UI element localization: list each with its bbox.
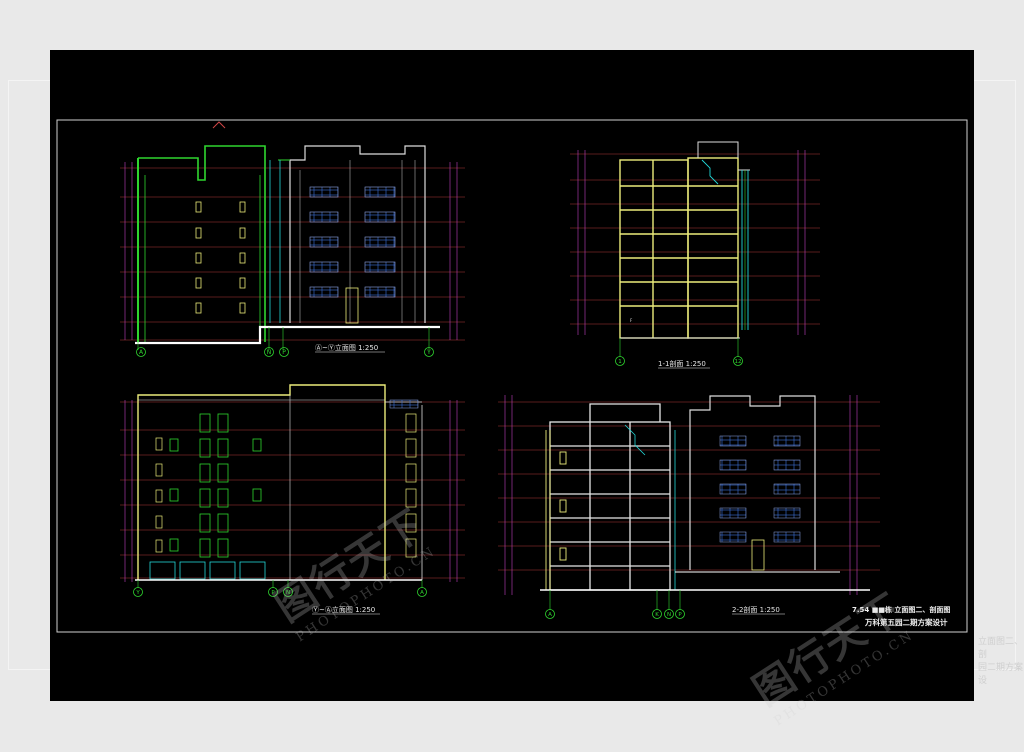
elevation-y-a: Y P N A Ⓨ~Ⓐ立面图 1:250 — [120, 384, 465, 615]
background-sheet-text: 立面图二、剖 园二期方案设 — [978, 636, 1024, 688]
axis-bubble — [424, 347, 434, 357]
cad-drawing-canvas: A N P Y Ⓐ~Ⓨ立面图 1:250 — [50, 50, 974, 701]
section-1-1: F 1 12 1-1剖面 1:250 — [570, 141, 820, 369]
axis-label: P — [678, 612, 682, 618]
axis-bubble — [615, 356, 625, 366]
axis-bubble — [664, 609, 674, 619]
axis-label: 12 — [735, 359, 742, 365]
axis-label: N — [286, 590, 290, 596]
axis-label: K — [655, 612, 659, 618]
drawing-frame — [56, 119, 968, 633]
title-block-line-1: 7.54 ■■栋 立面图二、剖面图 — [852, 605, 950, 614]
drawing-title: Ⓐ~Ⓨ立面图 1:250 — [315, 343, 378, 352]
drawing-title: 1-1剖面 1:250 — [658, 359, 706, 368]
section-2-2: A K N P 2-2剖面 1:250 — [498, 395, 880, 619]
axis-label: A — [139, 349, 144, 356]
axis-bubble — [264, 347, 274, 357]
axis-label: 1 — [618, 359, 622, 365]
title-block: 7.54 ■■栋 立面图二、剖面图 万科第五园二期方案设计 — [852, 605, 950, 627]
axis-bubble — [283, 587, 293, 597]
ghost-text-line-1: 立面图二、剖 — [978, 637, 1024, 660]
axis-label: A — [548, 612, 552, 618]
title-block-line-2: 万科第五园二期方案设计 — [864, 617, 948, 627]
axis-label: N — [667, 612, 671, 618]
axis-label: A — [420, 590, 424, 596]
axis-bubble — [279, 347, 289, 357]
axis-bubble — [133, 587, 143, 597]
drawing-title: 2-2剖面 1:250 — [732, 605, 780, 614]
axis-label: P — [271, 590, 275, 596]
axis-label: P — [282, 349, 286, 356]
ghost-text-line-2: 园二期方案设 — [978, 663, 1024, 686]
svg-text:F: F — [630, 318, 633, 323]
axis-bubble — [652, 609, 662, 619]
axis-bubble — [733, 356, 743, 366]
axis-bubble — [268, 587, 278, 597]
elevation-a-y: A N P Y Ⓐ~Ⓨ立面图 1:250 — [120, 121, 465, 357]
axis-label: Y — [426, 349, 431, 356]
axis-bubble — [675, 609, 685, 619]
axis-bubble — [417, 587, 427, 597]
drawing-title: Ⓨ~Ⓐ立面图 1:250 — [312, 605, 375, 614]
axis-label: N — [267, 349, 272, 356]
axis-bubble — [545, 609, 555, 619]
axis-bubble — [136, 347, 146, 357]
axis-label: Y — [135, 590, 140, 596]
